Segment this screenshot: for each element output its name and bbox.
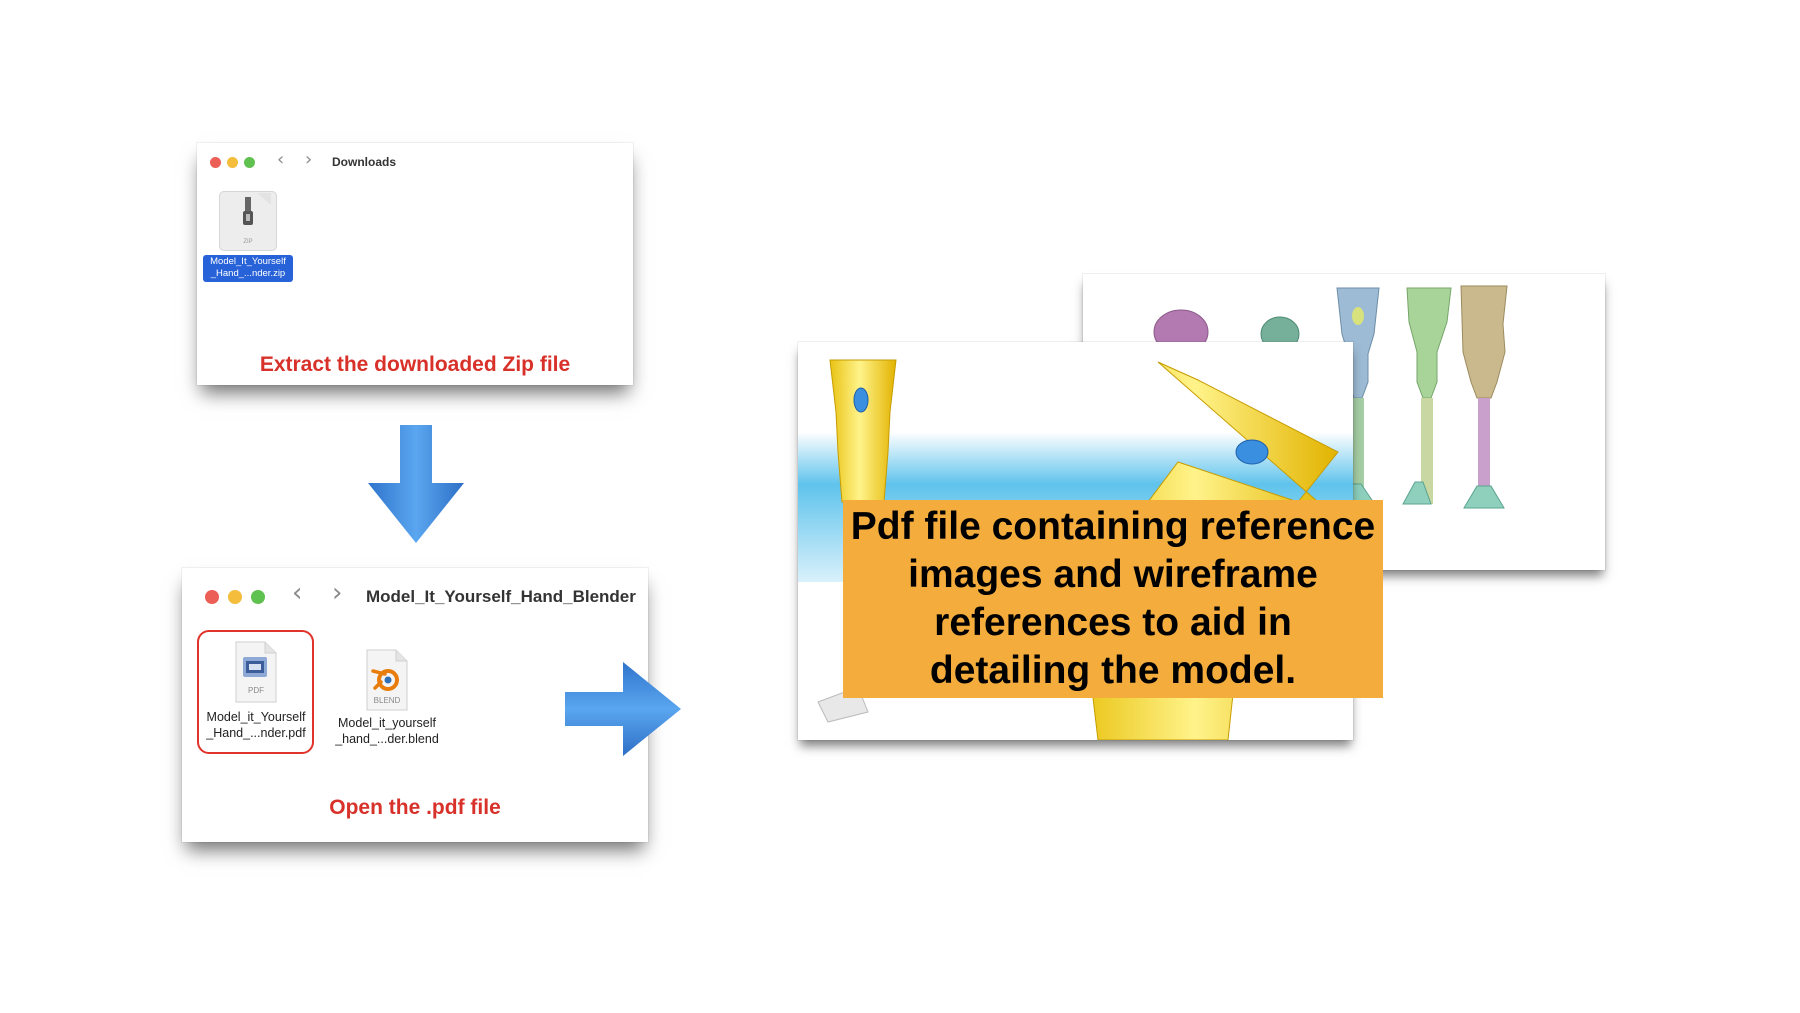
file-label-line: _hand_...der.blend (335, 731, 439, 746)
minimize-button[interactable] (227, 157, 238, 168)
file-label-line: Model_it_yourself (338, 716, 436, 730)
zoom-button[interactable] (251, 590, 265, 604)
extract-instruction: Extract the downloaded Zip file (259, 353, 571, 376)
file-label-line: _Hand_...nder.zip (210, 268, 286, 280)
window-title: Model_It_Yourself_Hand_Blender (366, 587, 636, 606)
down-arrow-icon (368, 425, 464, 543)
pdf-description-callout: Pdf file containing reference images and… (843, 500, 1383, 698)
close-button[interactable] (210, 157, 221, 168)
zip-archive-icon: ZIP (219, 191, 277, 251)
pdf-file-label: Model_it_Yourself _Hand_...nder.pdf (206, 710, 305, 741)
open-pdf-instruction: Open the .pdf file (329, 796, 501, 819)
close-button[interactable] (205, 590, 219, 604)
downloads-finder-window: ‹ › Downloads ZIP Model_It_Yourself _Han… (197, 143, 633, 385)
file-label-line: _Hand_...nder.pdf (206, 725, 306, 740)
pdf-file[interactable]: PDF Model_it_Yourself _Hand_...nder.pdf (195, 640, 317, 741)
back-button[interactable]: ‹ (292, 578, 303, 608)
blend-file[interactable]: BLEND Model_it_yourself _hand_...der.ble… (322, 648, 452, 747)
forward-button[interactable]: › (332, 578, 343, 608)
pdf-description-text: Pdf file containing reference images and… (850, 505, 1376, 692)
zip-file[interactable]: ZIP Model_It_Yourself _Hand_...nder.zip (202, 191, 294, 282)
zip-file-label: Model_It_Yourself _Hand_...nder.zip (203, 255, 293, 282)
blend-type-tag: BLEND (373, 696, 401, 705)
blend-file-label: Model_it_yourself _hand_...der.blend (335, 716, 439, 747)
forward-button[interactable]: › (305, 149, 313, 170)
minimize-button[interactable] (228, 590, 242, 604)
window-title: Downloads (332, 155, 397, 169)
window-controls (210, 157, 255, 168)
blender-file-icon: BLEND (365, 648, 409, 712)
back-button[interactable]: ‹ (277, 149, 285, 170)
zip-type-tag: ZIP (243, 239, 253, 245)
file-label-line: Model_It_Yourself (210, 256, 286, 267)
zoom-button[interactable] (244, 157, 255, 168)
window-controls (205, 590, 265, 604)
file-label-line: Model_it_Yourself (206, 710, 306, 724)
pdf-document-icon: PDF (234, 640, 278, 704)
pdf-type-tag: PDF (248, 686, 264, 695)
right-arrow-icon (565, 662, 681, 756)
pdf-selection-highlight (197, 630, 314, 754)
